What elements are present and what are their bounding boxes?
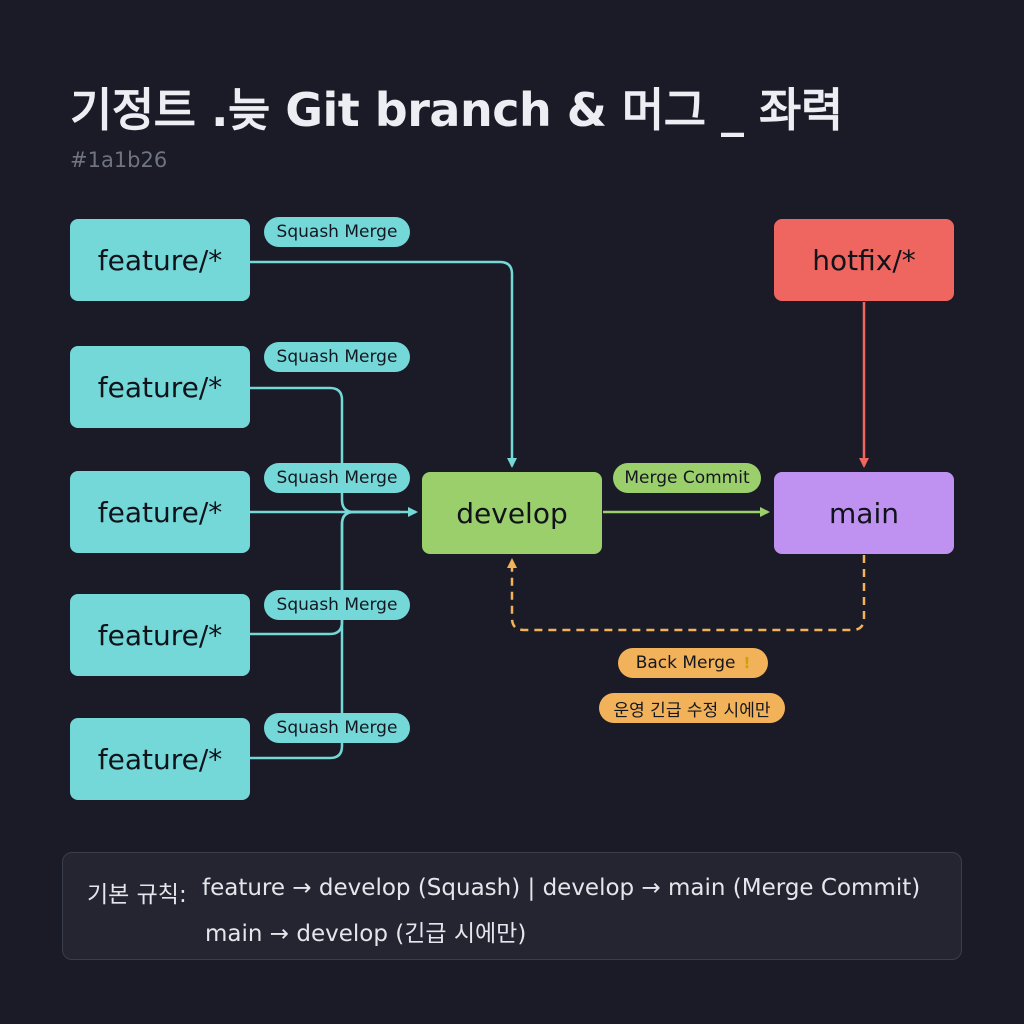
edge-label-squash-merge-1: Squash Merge (264, 217, 410, 247)
node-label: develop (456, 496, 568, 530)
node-label: feature/* (97, 618, 223, 652)
node-feature-5: feature/* (70, 718, 250, 800)
node-develop: develop (422, 472, 602, 554)
edge-label-merge-commit: Merge Commit (613, 463, 761, 493)
node-hotfix: hotfix/* (774, 219, 954, 301)
node-feature-4: feature/* (70, 594, 250, 676)
node-feature-2: feature/* (70, 346, 250, 428)
edge-note-emergency-only: 운영 긴급 수정 시에만 (599, 693, 785, 723)
page-subtitle: #1a1b26 (70, 148, 168, 172)
edge-label-squash-merge-3: Squash Merge (264, 463, 410, 493)
node-label: main (829, 496, 899, 530)
node-label: feature/* (97, 370, 223, 404)
node-label: feature/* (97, 495, 223, 529)
edge-feature-5-develop (250, 510, 355, 760)
edge-label-back-merge: Back Merge ! (618, 648, 768, 678)
rules-label: 기본 규칙: (87, 882, 187, 908)
node-label: feature/* (97, 243, 223, 277)
node-feature-3: feature/* (70, 471, 250, 553)
edge-feature-2-develop (250, 386, 400, 514)
edge-feature-1-develop (250, 260, 517, 468)
edge-label-squash-merge-5: Squash Merge (264, 713, 410, 743)
edge-label-squash-merge-4: Squash Merge (264, 590, 410, 620)
rules-box: 기본 규칙: feature → develop (Squash) | deve… (62, 852, 962, 960)
rules-line-1: feature → develop (Squash) | develop → m… (202, 875, 921, 901)
page-title: 기정트 .늦 Git branch & 머그 _ 좌력 (70, 83, 843, 137)
warning-icon: ! (743, 654, 751, 672)
node-main: main (774, 472, 954, 554)
back-merge-text: Back Merge (635, 653, 736, 673)
rules-line-2: main → develop (긴급 시에만) (205, 921, 527, 947)
edge-main-develop-back (507, 555, 866, 632)
edge-label-squash-merge-2: Squash Merge (264, 342, 410, 372)
node-label: hotfix/* (812, 243, 916, 277)
node-feature-1: feature/* (70, 219, 250, 301)
node-label: feature/* (97, 742, 223, 776)
